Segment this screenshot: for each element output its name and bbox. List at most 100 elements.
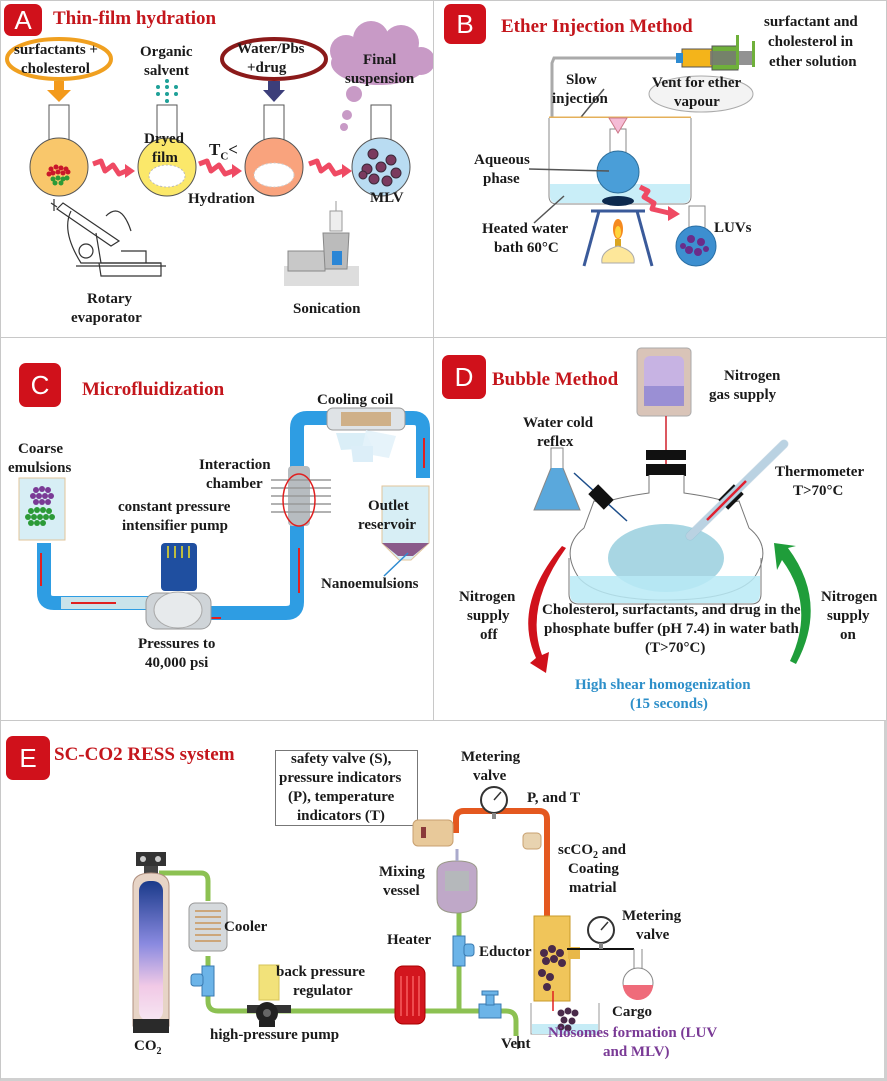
panel-badge-e: E: [6, 736, 50, 780]
label-intensifier-pump: intensifier pump: [122, 518, 228, 534]
flask-icon: [137, 104, 197, 197]
panel-badge-c: C: [19, 363, 61, 407]
surfactant-ellipse: [5, 37, 113, 81]
label-film: film: [152, 150, 178, 166]
label-high-pressure-pump: high-pressure pump: [210, 1027, 340, 1043]
label-metering-2b: valve: [636, 927, 670, 943]
label-organic: Organic: [140, 44, 193, 60]
nitrogen-tank-icon: [636, 347, 692, 417]
label-cargo: Cargo: [612, 1004, 652, 1020]
label-scco2: scCO2 and: [558, 841, 626, 865]
panel-badge-a: A: [4, 4, 42, 36]
safety-valve-icon: [412, 819, 454, 847]
down-arrow-icon: [54, 81, 64, 91]
panel-badge-d: D: [442, 355, 486, 399]
label-psi: 40,000 psi: [145, 655, 209, 671]
down-arrow-icon: [268, 81, 280, 91]
mixing-vessel-icon: [436, 849, 478, 914]
label-mixing: Mixing: [379, 864, 425, 880]
back-pressure-regulator-icon: [258, 964, 280, 1001]
label-p-and-t: P, and T: [527, 790, 580, 806]
label-matrial: matrial: [569, 880, 617, 896]
collection-dish-icon: [530, 1003, 600, 1035]
thought-cloud-icon: [330, 21, 433, 131]
label-co2: CO2: [134, 1037, 162, 1061]
label-sonication: Sonication: [293, 301, 361, 317]
luv-flask-icon: [675, 205, 717, 267]
label-heater: Heater: [387, 932, 432, 948]
label-emulsions: emulsions: [8, 460, 72, 476]
label-niosomes-2: and MLV): [603, 1044, 670, 1060]
pressure-gauge-icon: [587, 916, 615, 949]
arrow-head-icon: [342, 164, 352, 178]
label-cooling-coil: Cooling coil: [317, 392, 394, 408]
bubble-method-illustration: [528, 347, 811, 673]
eductor-icon: [533, 915, 580, 1002]
nano-pointer: [383, 552, 409, 577]
label-n2-on-2: supply: [827, 608, 870, 624]
aqueous-pointer: [528, 168, 610, 172]
label-dryed: Dryed: [144, 131, 184, 147]
label-coarse: Coarse: [18, 441, 63, 457]
pressure-gauge-icon: [480, 786, 508, 819]
round-flask-icon: [596, 117, 640, 194]
label-reservoir: reservoir: [358, 517, 417, 533]
interaction-chamber-icon: [271, 466, 331, 527]
label-slow: Slow: [566, 72, 597, 88]
cargo-flask-icon: [622, 949, 654, 1000]
burner-icon: [601, 219, 635, 264]
panel-title-e: SC-CO2 RESS system: [54, 744, 235, 765]
label-box-4: indicators (T): [297, 808, 385, 824]
label-injection: injection: [552, 91, 608, 107]
ress-system-illustration: [132, 786, 654, 1049]
bath-water: [570, 576, 760, 603]
cooling-coil-icon: [326, 407, 406, 462]
label-regulator: regulator: [293, 983, 353, 999]
label-tc: TC<: [209, 141, 238, 165]
panel-title-c: Microfluidization: [82, 379, 225, 400]
erlenmeyer-flask-icon: [533, 447, 581, 511]
label-syringe-2: cholesterol in: [768, 34, 854, 50]
label-box-2: pressure indicators: [279, 770, 402, 786]
sonicator-icon: [284, 201, 359, 286]
label-final: Final: [363, 52, 397, 68]
down-arrow-head-icon: [263, 90, 285, 102]
tc-letter: T: [209, 140, 221, 159]
label-outlet: Outlet: [368, 498, 409, 514]
high-pressure-pump-icon: [247, 1002, 291, 1027]
panel-badge-b: B: [444, 4, 486, 44]
label-metering-1a: Metering: [461, 749, 521, 765]
label-constant-pressure: constant pressure: [118, 499, 231, 515]
label-surfactants: surfactants +: [14, 42, 98, 58]
label-drug: +drug: [247, 60, 287, 76]
flask-icon: [29, 104, 89, 197]
solution-icon: [608, 524, 724, 592]
tripod-stand-icon: [582, 209, 654, 267]
co2-tank-icon: [132, 852, 170, 1033]
label-15-seconds: (15 seconds): [630, 696, 708, 712]
label-desc-1: Cholesterol, surfactants, and drug in th…: [542, 602, 801, 618]
label-hydration: Hydration: [188, 191, 255, 207]
label-metering-1b: valve: [473, 768, 507, 784]
zigzag-arrow-icon: [198, 158, 234, 177]
valve-icon: [190, 965, 215, 997]
label-metering-2a: Metering: [622, 908, 682, 924]
heater-icon: [394, 965, 426, 1025]
thin-film-illustration: [5, 21, 433, 286]
scco2-text: scCO: [558, 842, 593, 858]
flask-icon: [351, 104, 411, 197]
intensifier-pump-icon: [145, 543, 212, 630]
panel-title-d: Bubble Method: [492, 369, 619, 390]
bath-pointer: [533, 195, 565, 224]
label-n2-on-3: on: [840, 627, 856, 643]
panel-thin-film-hydration: A Thin-film hydration: [0, 0, 434, 338]
panel-bubble-method: D Bubble Method: [433, 337, 887, 721]
cooler-icon: [188, 902, 228, 952]
tee-fitting: [522, 832, 542, 850]
label-bath-temp: bath 60°C: [494, 240, 559, 256]
arrow-head-icon: [668, 206, 680, 221]
indicators-info-box: [275, 750, 418, 826]
label-water-pbs: Water/Pbs: [237, 41, 305, 57]
label-syringe-3: ether solution: [769, 54, 857, 70]
label-box-3: (P), temperature: [288, 789, 395, 805]
